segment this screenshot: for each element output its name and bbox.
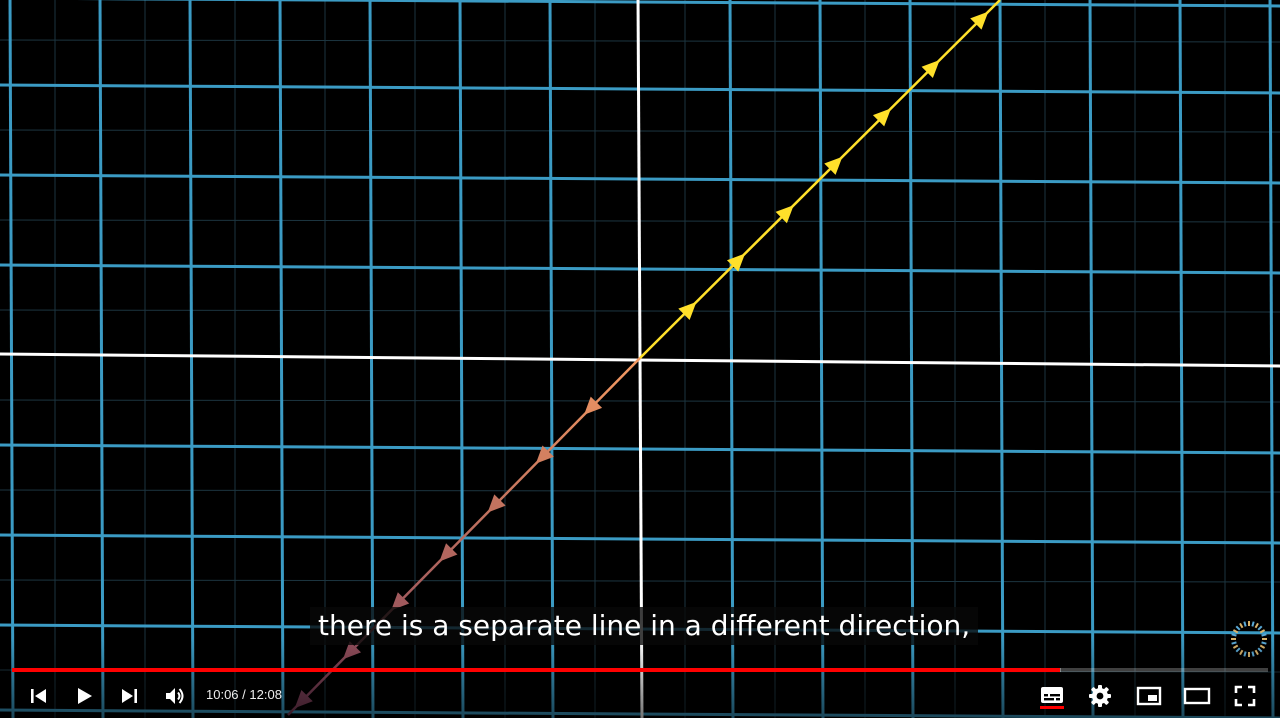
ray-arrowhead <box>535 445 554 464</box>
grid-line-vertical <box>1088 0 1095 718</box>
time-display: 10:06 / 12:08 <box>206 686 282 704</box>
minor-grid-line <box>0 39 1280 43</box>
play-button[interactable] <box>68 680 100 712</box>
spinner-tick <box>1235 625 1241 631</box>
ray-arrowhead <box>487 494 506 513</box>
ray-arrowhead <box>824 156 843 175</box>
spinner-tick <box>1239 622 1244 629</box>
subtitles-icon <box>1040 687 1064 709</box>
fullscreen-icon <box>1234 685 1256 707</box>
theater-mode-button[interactable] <box>1181 680 1213 712</box>
gear-icon <box>1089 685 1111 707</box>
spinner-tick <box>1257 625 1263 631</box>
ray-arrowhead <box>726 253 746 272</box>
spinner-tick <box>1251 621 1255 627</box>
ray-arrowhead <box>921 59 940 79</box>
grid-line-vertical <box>1268 0 1275 718</box>
spinner-tick <box>1254 622 1259 629</box>
fullscreen-button[interactable] <box>1229 680 1261 712</box>
grid-line-vertical <box>548 0 555 718</box>
miniplayer-icon <box>1136 686 1162 706</box>
time-current: 10:06 <box>206 687 239 702</box>
grid-line-vertical <box>728 0 735 718</box>
spinner-tick <box>1231 633 1237 637</box>
grid-line-horizontal <box>75 0 1280 8</box>
progress-bar[interactable] <box>12 668 1268 672</box>
spinner-tick <box>1243 621 1247 627</box>
grid-line-vertical <box>1178 0 1185 718</box>
volume-icon <box>166 688 184 704</box>
next-icon <box>122 689 137 703</box>
progress-played <box>12 668 1060 672</box>
previous-icon <box>31 689 46 703</box>
spinner-tick <box>1259 629 1266 634</box>
grid-line-vertical <box>8 0 15 718</box>
time-separator: / <box>242 687 246 702</box>
spinner-tick <box>1243 651 1247 657</box>
ray-arrowhead <box>872 108 892 127</box>
miniplayer-button[interactable] <box>1133 680 1165 712</box>
spinner-tick <box>1261 641 1267 645</box>
ray-arrowhead <box>970 11 989 30</box>
spinner-tick <box>1232 629 1239 634</box>
spinner-tick <box>1251 651 1255 657</box>
ray-arrowhead <box>775 205 794 224</box>
spinner-tick <box>1254 649 1259 656</box>
previous-button[interactable] <box>23 680 55 712</box>
grid-line-vertical <box>98 0 105 718</box>
grid-line-vertical <box>908 0 915 718</box>
spinner-tick <box>1232 644 1239 649</box>
loading-spinner-icon <box>1230 620 1268 658</box>
time-duration: 12:08 <box>249 687 282 702</box>
spinner-tick <box>1231 641 1237 645</box>
subtitles-active-indicator <box>1040 706 1064 709</box>
ray-arrowhead <box>584 396 603 415</box>
subtitle-caption: there is a separate line in a different … <box>310 607 979 645</box>
theater-icon <box>1183 687 1211 705</box>
volume-button[interactable] <box>159 680 191 712</box>
ray-arrowhead <box>391 592 410 611</box>
grid-line-vertical <box>188 0 195 718</box>
play-icon <box>78 688 92 704</box>
x-axis-line <box>0 352 1280 368</box>
ray-arrowhead <box>439 543 458 562</box>
subtitles-button[interactable] <box>1036 680 1068 712</box>
spinner-tick <box>1239 649 1244 656</box>
spinner-tick <box>1259 644 1266 649</box>
upper-ray-line <box>639 0 1001 359</box>
spinner-tick <box>1235 647 1241 653</box>
grid-line-vertical <box>998 0 1005 718</box>
spinner-tick <box>1257 647 1263 653</box>
ray-arrowhead <box>678 301 697 320</box>
grid-line-vertical <box>278 0 285 718</box>
spinner-tick <box>1261 633 1267 637</box>
settings-button[interactable] <box>1084 680 1116 712</box>
grid-line-vertical <box>818 0 825 718</box>
next-button[interactable] <box>113 680 145 712</box>
